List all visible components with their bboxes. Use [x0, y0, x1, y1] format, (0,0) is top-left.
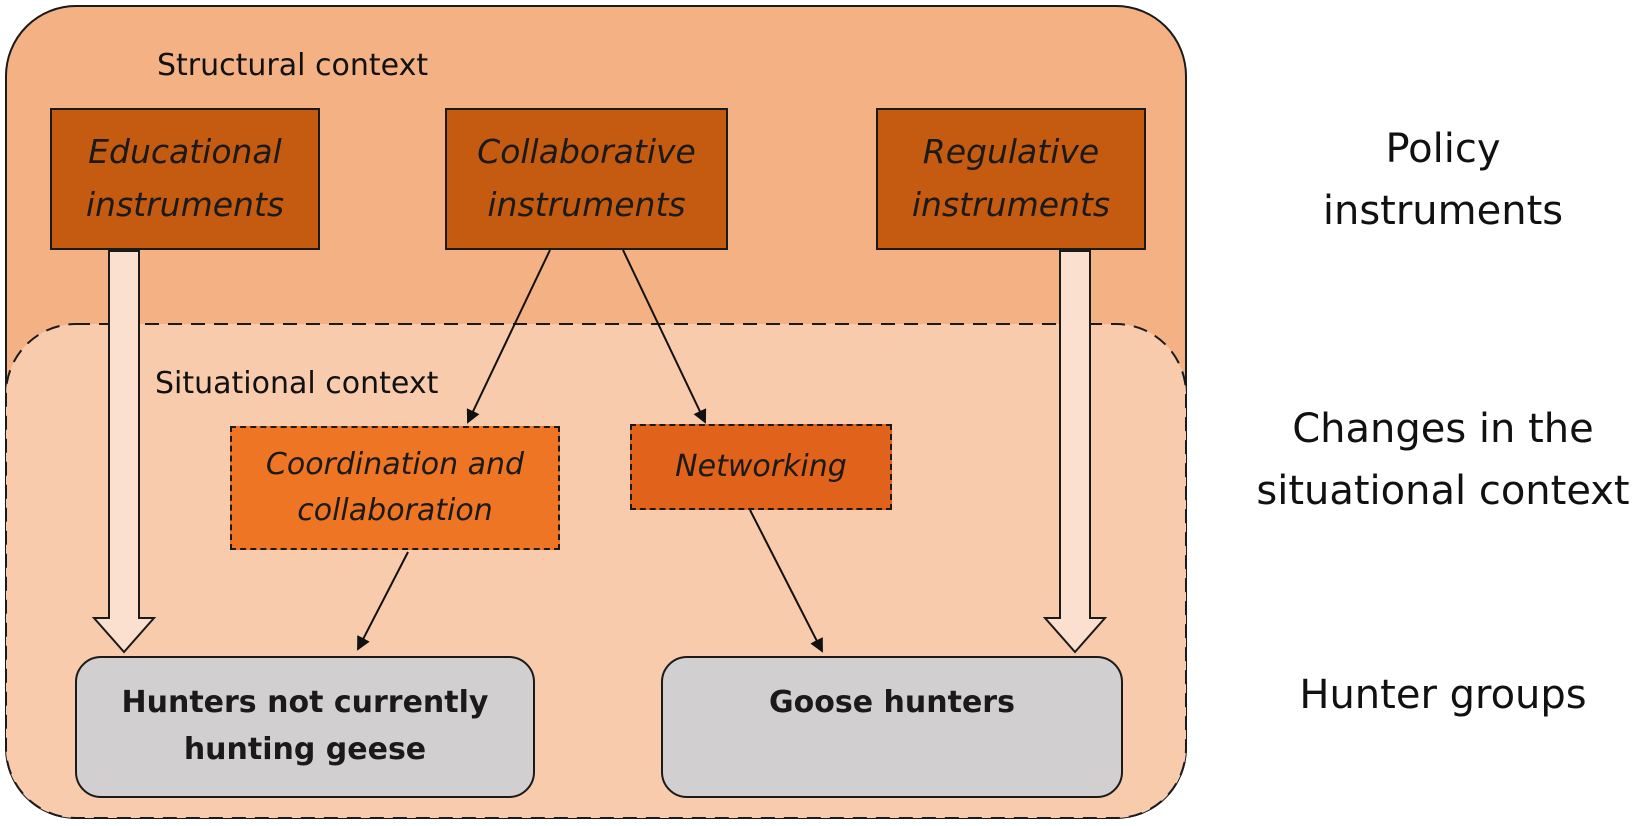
regulative-to-goose-hunters-arrow: [1042, 250, 1108, 654]
hunters-not-hunting-geese-box: Hunters not currently hunting geese: [75, 656, 535, 798]
coordination-to-hunters-arrow: [357, 551, 409, 651]
networking-box: Networking: [630, 424, 892, 510]
goose-hunters-box: Goose hunters: [661, 656, 1123, 798]
collaborative-to-coordination-arrow: [466, 249, 551, 424]
collaborative-to-networking-arrow: [622, 249, 707, 424]
side-label-policy-instruments: Policy instruments: [1322, 126, 1564, 234]
structural-context-label: Structural context: [157, 48, 429, 83]
educational-instruments-box: Educational instruments: [50, 108, 320, 250]
collaborative-instruments-box: Collaborative instruments: [445, 108, 728, 250]
side-label-changes-situational: Changes in the situational context: [1256, 406, 1630, 514]
coordination-collaboration-box: Coordination and collaboration: [230, 426, 560, 550]
networking-to-goose-hunters-arrow: [749, 509, 823, 653]
situational-context-label: Situational context: [155, 366, 439, 401]
regulative-instruments-box: Regulative instruments: [876, 108, 1146, 250]
educational-to-hunters-arrow: [91, 250, 157, 654]
side-label-hunter-groups: Hunter groups: [1299, 672, 1587, 718]
